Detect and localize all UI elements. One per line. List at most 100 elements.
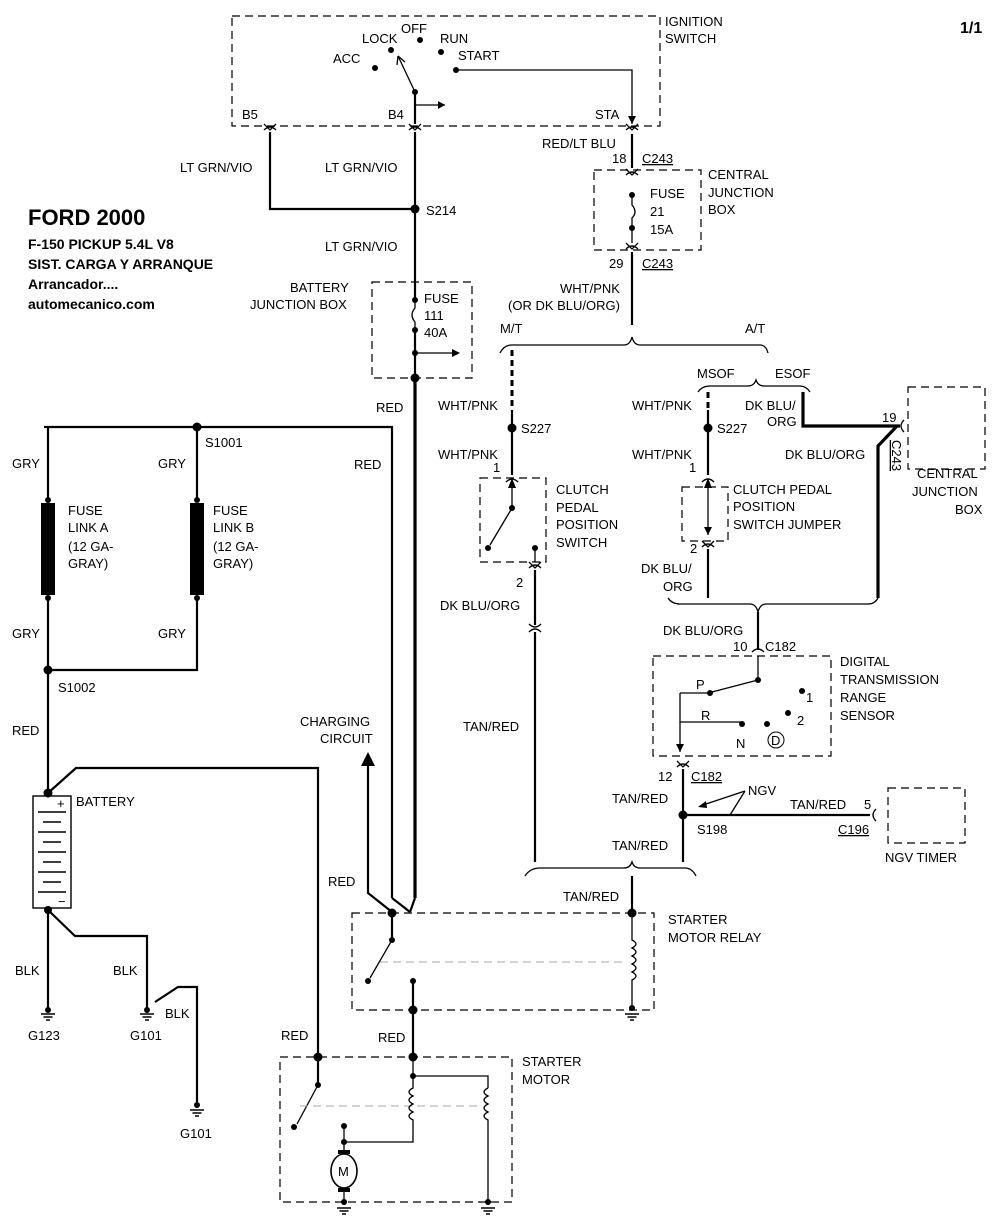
wire-gry-2: GRY xyxy=(158,456,186,471)
wire-red-1: RED xyxy=(376,400,403,415)
pin-18: 18 xyxy=(612,151,626,166)
clutch-label-4: SWITCH xyxy=(556,535,607,550)
wire-dk-blu-2: DK BLU/ xyxy=(641,561,692,576)
fuse-link-a-1: FUSE xyxy=(68,503,103,518)
fuse-link-b-2: LINK B xyxy=(213,520,254,535)
wire-gry-4: GRY xyxy=(158,626,186,641)
cjb-label-1: CENTRAL xyxy=(708,167,769,182)
wire-red-5: RED xyxy=(378,1030,405,1045)
trs-pos-2: 2 xyxy=(797,713,804,728)
label-mt: M/T xyxy=(500,321,522,336)
jumper-label-2: POSITION xyxy=(733,499,795,514)
trs-label-1: DIGITAL xyxy=(840,654,890,669)
pin-2-b: 2 xyxy=(690,541,697,556)
relay-coil-feed: TAN/RED xyxy=(524,859,697,913)
page-number: 1/1 xyxy=(960,20,982,37)
trs-pos-n: N xyxy=(736,736,745,751)
fuse-link-a-4: GRAY) xyxy=(68,556,108,571)
bjb-label-2: JUNCTION BOX xyxy=(250,297,347,312)
clutch-pedal-position-switch: CLUTCH PEDAL POSITION SWITCH 2 DK BLU/OR… xyxy=(440,477,618,862)
pos-start: START xyxy=(458,48,499,63)
ngv-label: NGV xyxy=(748,783,777,798)
wire-tan-red-5: TAN/RED xyxy=(563,889,619,904)
jumper-label-3: SWITCH JUMPER xyxy=(733,517,841,532)
wire-tan-red-4: TAN/RED xyxy=(790,797,846,812)
fuse-link-a-2: LINK A xyxy=(68,520,109,535)
main-red-circuit: RED RED xyxy=(44,373,420,913)
relay-label-1: STARTER xyxy=(668,912,727,927)
wire-tan-red-3: TAN/RED xyxy=(612,838,668,853)
pin-1-b: 1 xyxy=(689,460,696,475)
trs-pos-d: D xyxy=(771,733,780,748)
bjb-fuse-rating: 40A xyxy=(424,325,447,340)
ngv-timer-label: NGV TIMER xyxy=(885,850,957,865)
wire-tan-red-2: TAN/RED xyxy=(612,791,668,806)
wire-org-2: ORG xyxy=(663,579,693,594)
connector-c243-c: C243 xyxy=(889,440,904,471)
wire-or-dk-blu-org: (OR DK BLU/ORG) xyxy=(508,298,620,313)
terminal-b5: B5 xyxy=(242,107,258,122)
ground-g123: G123 xyxy=(28,1028,60,1043)
pos-off: OFF xyxy=(401,21,427,36)
transmission-range-sensor: P R N D 1 2 DIGITAL TRANSMISSION RANGE S… xyxy=(612,648,966,865)
connector-c182-a: C182 xyxy=(765,639,796,654)
trs-pos-1: 1 xyxy=(806,690,813,705)
wire-dk-blu-org-1: DK BLU/ORG xyxy=(785,447,865,462)
site-label: automecanico.com xyxy=(28,296,155,312)
ground-g101-a: G101 xyxy=(130,1028,162,1043)
trs-pos-p: P xyxy=(696,677,705,692)
wire-blk-2: BLK xyxy=(113,963,138,978)
diagram-title: FORD 2000 xyxy=(28,205,145,230)
clutch-switch-jumper: CLUTCH PEDAL POSITION SWITCH JUMPER 2 DK… xyxy=(641,478,879,654)
wire-red-3: RED xyxy=(12,723,39,738)
jumper-label-1: CLUTCH PEDAL xyxy=(733,482,832,497)
starter-label-2: MOTOR xyxy=(522,1072,570,1087)
label-msof: MSOF xyxy=(697,366,735,381)
wire-lt-grn-vio-3: LT GRN/VIO xyxy=(325,239,397,254)
pin-10: 10 xyxy=(733,639,747,654)
cjb-label-3: BOX xyxy=(708,202,736,217)
wire-lt-grn-vio-1: LT GRN/VIO xyxy=(180,160,252,175)
pin-1-a: 1 xyxy=(493,460,500,475)
trs-label-4: SENSOR xyxy=(840,708,895,723)
connector-c243-b: C243 xyxy=(642,256,673,271)
wire-dk-blu-org-3: DK BLU/ORG xyxy=(663,623,743,638)
pos-run: RUN xyxy=(440,31,468,46)
transmission-branches: M/T A/T WHT/PNK S227 WHT/PNK 1 MSOF ESOF… xyxy=(438,321,986,598)
starter-motor-relay: STARTER MOTOR RELAY xyxy=(351,908,762,1021)
fuse-link-a-3: (12 GA- xyxy=(68,539,114,554)
wire-tan-red-1: TAN/RED xyxy=(463,719,519,734)
wire-blk-3: BLK xyxy=(165,1006,190,1021)
charging-circuit: CHARGING CIRCUIT RED xyxy=(300,714,393,913)
connector-c196: C196 xyxy=(838,822,869,837)
trs-label-3: RANGE xyxy=(840,690,887,705)
wire-wht-pnk-1: WHT/PNK xyxy=(560,281,620,296)
label-esof: ESOF xyxy=(775,366,810,381)
cjb-fuse-label: FUSE xyxy=(650,186,685,201)
terminal-b4: B4 xyxy=(388,107,404,122)
label-at: A/T xyxy=(745,321,765,336)
battery-label: BATTERY xyxy=(76,794,135,809)
wire-gry-3: GRY xyxy=(12,626,40,641)
wire-red-6: RED xyxy=(281,1028,308,1043)
vehicle-model: F-150 PICKUP 5.4L V8 xyxy=(28,236,174,252)
wire-dk-blu-org-2: DK BLU/ORG xyxy=(440,598,520,613)
cjb-fuse-rating: 15A xyxy=(650,222,673,237)
wire-red-lt-blu: RED/LT BLU xyxy=(542,136,616,151)
clutch-label-3: POSITION xyxy=(556,517,618,532)
ignition-switch-label-2: SWITCH xyxy=(665,31,716,46)
clutch-label-1: CLUTCH xyxy=(556,482,609,497)
fuse-link-b-4: GRAY) xyxy=(213,556,253,571)
pin-2-a: 2 xyxy=(516,575,523,590)
bjb-fuse-number: 111 xyxy=(424,308,444,323)
splice-s1001: S1001 xyxy=(205,435,243,450)
splice-s214: S214 xyxy=(426,203,456,218)
pin-12: 12 xyxy=(658,769,672,784)
charging-label-2: CIRCUIT xyxy=(320,731,373,746)
system-name: SIST. CARGA Y ARRANQUE xyxy=(28,256,213,272)
relay-label-2: MOTOR RELAY xyxy=(668,930,762,945)
starter-label-1: STARTER xyxy=(522,1054,581,1069)
trs-label-2: TRANSMISSION xyxy=(840,672,939,687)
battery: + − BATTERY BLK BLK BLK G123 G101 G101 xyxy=(15,766,320,1141)
ground-g101-b: G101 xyxy=(180,1126,212,1141)
